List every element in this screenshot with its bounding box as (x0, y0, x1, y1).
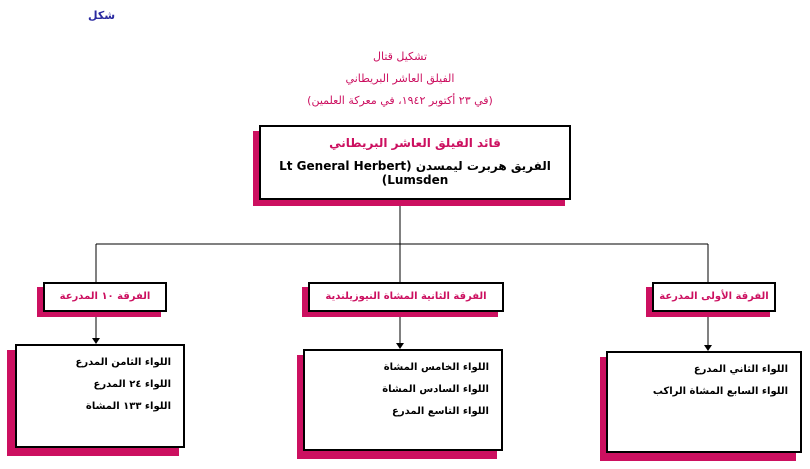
division-1-box: الفرقة الأولى المدرعة (652, 282, 776, 312)
title-line-2: الفيلق العاشر البريطاني (345, 72, 455, 85)
brigade-3-3: اللواء ١٣٣ المشاة (85, 401, 171, 412)
title-line-1: تشكيل قتال (372, 50, 428, 63)
brigade-2-1: اللواء الخامس المشاة (383, 362, 489, 373)
brigade-1-2: اللواء السابع المشاة الراكب (652, 386, 788, 397)
title-line-3: (في ٢٣ أكتوبر ١٩٤٢، في معركة العلمين) (307, 94, 493, 107)
brigade-2-3: اللواء التاسع المدرع (392, 406, 489, 417)
brigade-2-2: اللواء السادس المشاة (382, 384, 489, 395)
brigades-3-box: اللواء الثامن المدرع اللواء ٢٤ المدرع ال… (15, 344, 185, 448)
brigades-1-box: اللواء الثاني المدرع اللواء السابع المشا… (606, 351, 802, 453)
division-3-box: الفرقة ١٠ المدرعة (43, 282, 167, 312)
division-3-label: الفرقة ١٠ المدرعة (59, 291, 151, 302)
division-1-label: الفرقة الأولى المدرعة (659, 291, 769, 302)
figure-label: شكل (88, 9, 116, 22)
commander-name: الفريق هربرت ليمسدن (Lt General Herbert … (279, 159, 551, 187)
brigades-2-box: اللواء الخامس المشاة اللواء السادس المشا… (303, 349, 503, 451)
brigade-1-1: اللواء الثاني المدرع (693, 364, 788, 375)
commander-title: قائد الفيلق العاشر البريطاني (329, 136, 501, 150)
brigade-3-2: اللواء ٢٤ المدرع (93, 379, 171, 390)
division-2-box: الفرقة الثانية المشاة النيوزيلندية (308, 282, 504, 312)
chart-title: تشكيل قتال الفيلق العاشر البريطاني (في ٢… (250, 46, 550, 112)
division-2-label: الفرقة الثانية المشاة النيوزيلندية (325, 291, 487, 302)
brigade-3-1: اللواء الثامن المدرع (75, 357, 172, 368)
commander-box: قائد الفيلق العاشر البريطاني الفريق هربر… (259, 125, 571, 200)
